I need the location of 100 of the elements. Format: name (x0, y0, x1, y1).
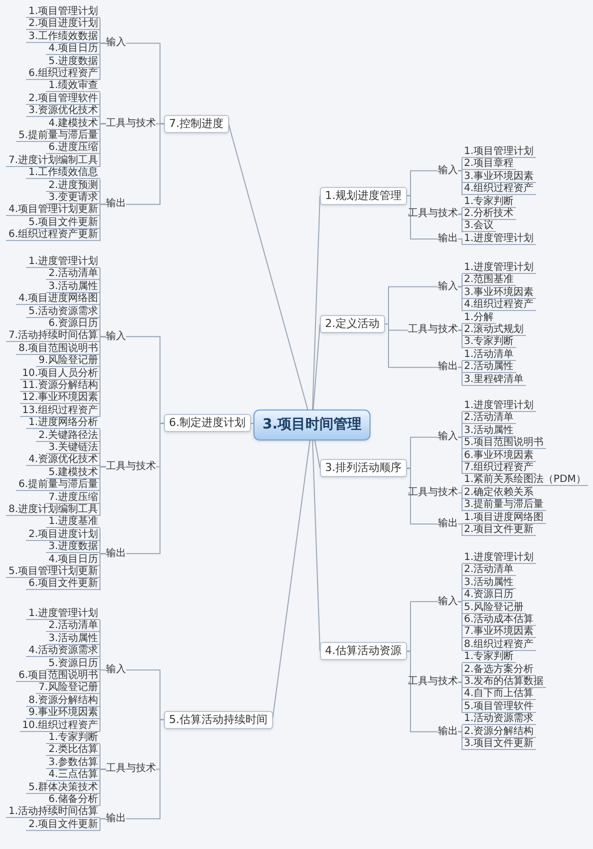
list-item: 2.项目管理软件 (26, 92, 100, 105)
category-label: 输出 (438, 518, 458, 530)
list-item: 11.资源分解结构 (20, 380, 100, 392)
list-item: 2.项目进度计划 (26, 528, 100, 541)
list-item: 2.项目章程 (462, 158, 516, 170)
list-item: 3.关键链法 (46, 442, 100, 454)
category-label: 输入 (438, 164, 458, 177)
connector-line (228, 123, 308, 410)
branch-topic-box: 3.排列活动顺序 (320, 459, 406, 478)
branch-topic-box: 7.控制进度 (164, 114, 228, 133)
connector-line (458, 170, 462, 196)
list-item: 6.资源日历 (46, 318, 100, 330)
list-item: 4.项目进度网络图 (16, 293, 100, 306)
category-label: 工具与技术 (408, 208, 458, 220)
list-item: 8.进度计划编制工具 (6, 504, 100, 516)
category-label: 输出 (438, 726, 458, 738)
category-label: 工具与技术 (106, 460, 156, 473)
list-item: 1.项目管理计划 (26, 6, 100, 18)
list-item: 5.项目管理软件 (462, 700, 536, 713)
list-item: 3.专家判断 (462, 336, 516, 348)
list-item: 6.事业环境因素 (462, 450, 536, 462)
list-item: 2.项目进度计划 (26, 18, 100, 30)
list-item: 5.资源日历 (46, 658, 100, 670)
list-item: 4.项目日历 (46, 554, 100, 566)
connector-line (312, 195, 320, 410)
list-item: 6.项目范围说明书 (16, 670, 100, 682)
list-item: 3.项目文件更新 (462, 738, 536, 750)
connector-line (100, 553, 106, 591)
list-item: 5.风险登记册 (462, 602, 526, 614)
branch-topic-box: 1.规划进度管理 (320, 186, 406, 205)
list-item: 1.活动清单 (462, 348, 516, 361)
list-item: 7.组织过程资产 (462, 462, 536, 474)
list-item: 7.进度计划编制工具 (6, 154, 100, 167)
list-item: 2.进度预测 (46, 180, 100, 192)
list-item: 2.备选方案分析 (462, 664, 536, 676)
list-item: 5.群体决策技术 (26, 782, 100, 794)
category-label: 输入 (438, 596, 458, 608)
list-item: 2.活动属性 (462, 361, 516, 374)
category-label: 工具与技术 (408, 487, 458, 499)
list-item: 5.建模技术 (46, 466, 100, 479)
connector-line (458, 238, 462, 246)
list-item: 6.提前量与滞后量 (16, 479, 100, 492)
list-item: 7.活动持续时间估算 (6, 330, 100, 342)
list-item: 2.滚动式规划 (462, 324, 526, 336)
category-label: 输入 (438, 431, 458, 444)
connector-line (100, 670, 106, 732)
list-item: 5.进度数据 (46, 56, 100, 68)
list-item: 4.活动资源需求 (26, 645, 100, 658)
list-item: 8.资源分解结构 (26, 694, 100, 707)
connector-line (406, 195, 438, 240)
central-topic-box: 3.项目时间管理 (253, 410, 371, 440)
category-label: 输出 (438, 233, 458, 245)
category-label: 输出 (106, 812, 126, 825)
connector-line (272, 440, 310, 720)
category-label: 输入 (438, 280, 458, 293)
list-item: 3.工作绩效数据 (26, 30, 100, 43)
connector-line (458, 524, 462, 536)
connector-line (406, 650, 438, 732)
connector-line (458, 286, 462, 312)
list-item: 3.变更请求 (46, 192, 100, 204)
connector-line (100, 204, 106, 242)
list-item: 1.专家判断 (462, 651, 516, 664)
list-item: 3.活动属性 (46, 280, 100, 293)
list-item: 6.组织过程资产 (26, 68, 100, 80)
list-item: 1.进度管理计划 (26, 256, 100, 268)
list-item: 3.活动属性 (462, 424, 516, 437)
list-item: 5.项目管理计划更新 (6, 566, 100, 578)
list-item: 4.自下而上估算 (462, 688, 536, 700)
branch-topic-box: 4.估算活动资源 (320, 642, 406, 660)
list-item: 2.活动清单 (462, 564, 516, 576)
list-item: 1.工作绩效信息 (26, 167, 100, 180)
category-label: 输出 (106, 198, 126, 210)
list-item: 10.组织过程资产 (20, 720, 100, 732)
list-item: 2.类比估算 (46, 744, 100, 756)
list-item: 3.资源优化技术 (26, 105, 100, 118)
connector-line (100, 123, 106, 168)
list-item: 8.项目范围说明书 (16, 342, 100, 355)
list-item: 6.进度压缩 (46, 142, 100, 154)
list-item: 2.活动清单 (46, 620, 100, 632)
list-item: 1.进度基准 (46, 516, 100, 528)
list-item: 1.项目管理计划 (462, 146, 536, 158)
category-label: 输入 (106, 37, 126, 50)
category-label: 输入 (106, 330, 126, 343)
connector-line (100, 42, 106, 80)
list-item: 4.组织过程资产 (462, 183, 536, 196)
list-item: 7.事业环境因素 (462, 626, 536, 638)
list-item: 1.进度管理计划 (462, 400, 536, 412)
list-item: 5.项目文件更新 (26, 216, 100, 229)
list-item: 3.进度数据 (46, 541, 100, 554)
connector-line (100, 768, 106, 806)
list-item: 6.储备分析 (46, 794, 100, 806)
connector-line (458, 682, 462, 714)
list-item: 12.事业环境因素 (20, 392, 100, 404)
list-item: 1.专家判断 (46, 732, 100, 744)
list-item: 2.项目文件更新 (462, 524, 536, 536)
connector-line (406, 468, 438, 524)
list-item: 9.风险登记册 (36, 355, 100, 368)
list-item: 5.提前量与滞后量 (16, 130, 100, 142)
list-item: 1.活动资源需求 (462, 713, 536, 726)
category-label: 工具与技术 (408, 324, 458, 336)
